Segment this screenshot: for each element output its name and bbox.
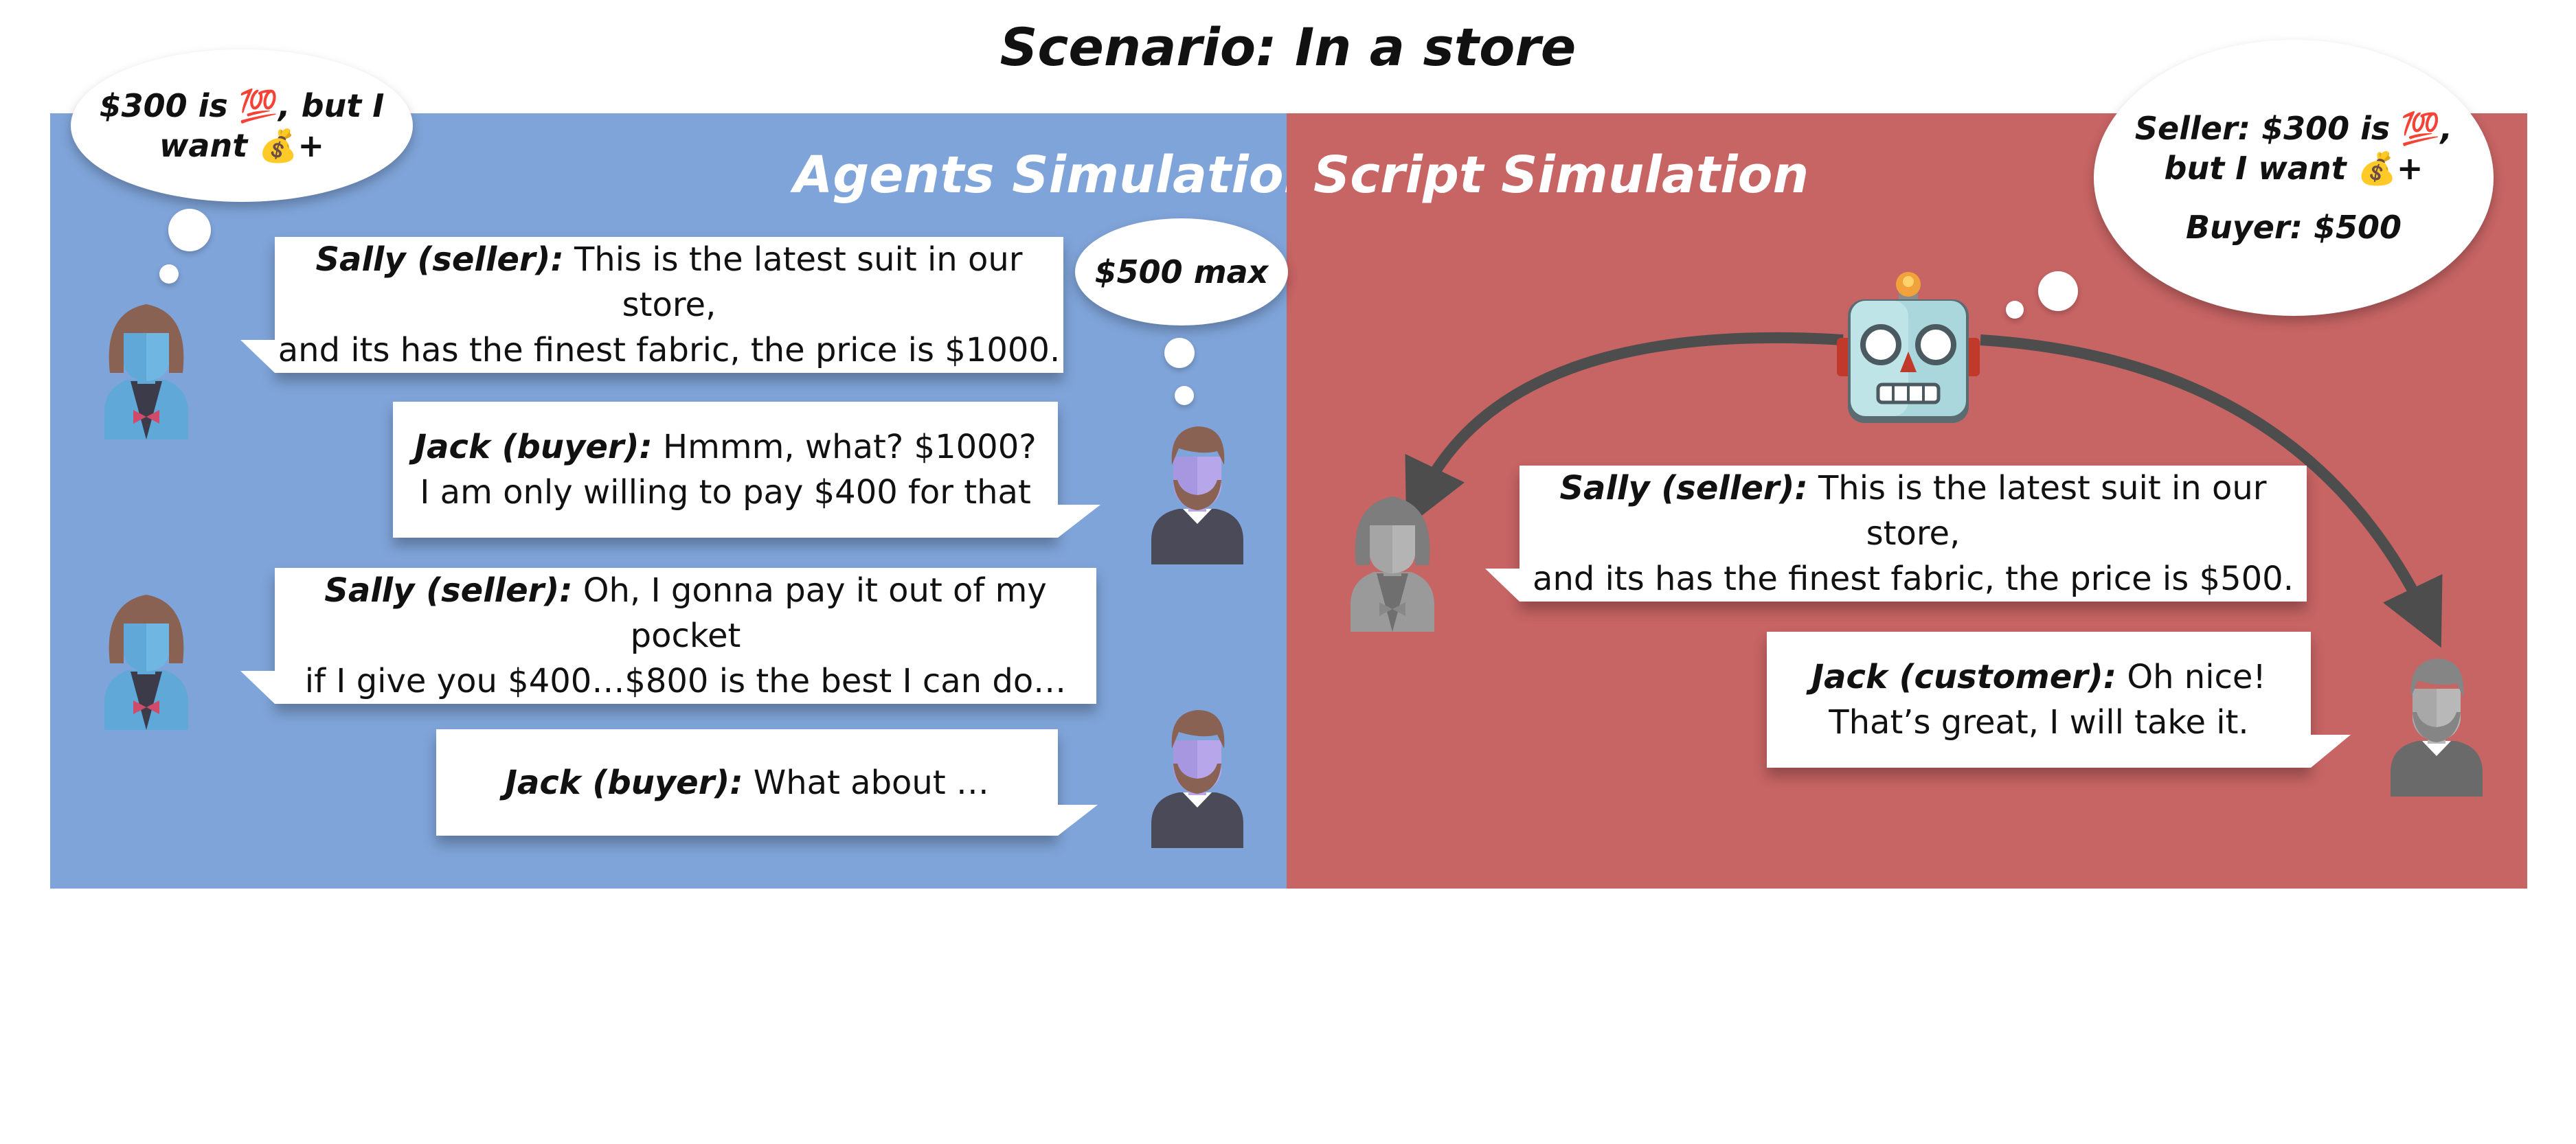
dialogue-bubble: Jack (buyer): Hmmm, what? $1000? I am on…	[393, 402, 1100, 538]
script-control-arrows	[1405, 332, 2443, 648]
thought-dot-large	[168, 209, 211, 251]
money-bag-icon: 💰	[2357, 150, 2397, 187]
thought-dot-small	[1175, 386, 1194, 405]
thought-dot-small	[159, 264, 179, 284]
male-buyer-avatar-gray	[2391, 659, 2483, 797]
thought-dot-large	[2038, 271, 2078, 311]
female-seller-avatar	[104, 595, 188, 730]
dialogue-bubble: Sally (seller): Oh, I gonna pay it out o…	[240, 568, 1096, 704]
male-buyer-avatar	[1151, 710, 1243, 848]
thought-dot-large	[1164, 338, 1195, 368]
dialogue-bubble: Jack (buyer): What about …	[436, 729, 1098, 836]
male-buyer-avatar	[1151, 426, 1243, 564]
money-bag-icon: 💰	[258, 127, 298, 164]
scenario-title: Scenario: In a store	[999, 16, 1577, 78]
robot-thought-bubble: Seller: $300 is 💯, but I want 💰+ Buyer: …	[2094, 40, 2494, 316]
arrow-to-seller	[1405, 332, 1844, 528]
dialogue-bubble: Jack (customer): Oh nice! That’s great, …	[1767, 632, 2351, 768]
dialogue-bubble: Sally (seller): This is the latest suit …	[1485, 466, 2307, 602]
buyer-thought-bubble: $500 max	[1075, 218, 1288, 325]
thought-dot-small	[2006, 301, 2024, 319]
hundred-icon: 💯	[2401, 110, 2441, 147]
hundred-icon: 💯	[238, 87, 279, 124]
robot-icon	[1837, 272, 1980, 423]
dialogue-bubble: Sally (seller): This is the latest suit …	[240, 237, 1063, 373]
script-simulation-heading: Script Simulation	[1313, 146, 1809, 205]
female-seller-avatar-gray	[1351, 496, 1434, 632]
agents-simulation-heading: Agents Simulation	[793, 146, 1320, 205]
seller-thought-bubble: $300 is 💯, but I want 💰+	[71, 49, 413, 202]
arrow-to-buyer	[1980, 334, 2443, 648]
female-seller-avatar	[104, 304, 188, 439]
